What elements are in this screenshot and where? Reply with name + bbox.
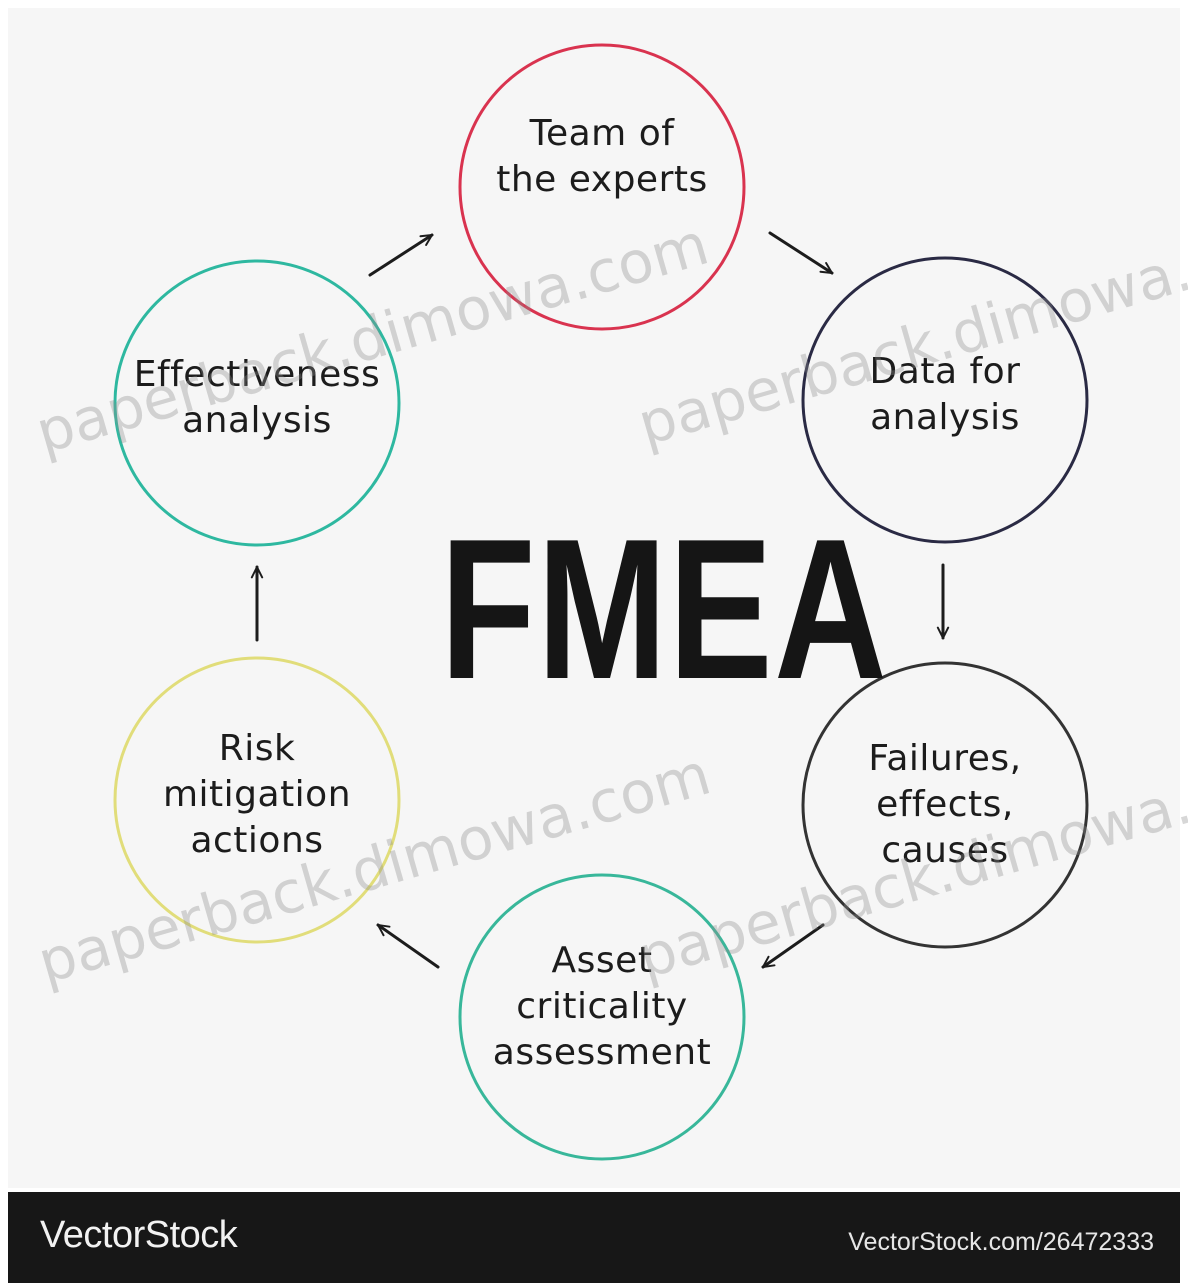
arrow-team-to-data [768, 231, 834, 275]
diagram [113, 43, 1089, 1161]
node-circle-team [458, 43, 746, 331]
arrow-failures-to-asset [761, 923, 825, 969]
node-label-risk: Risk mitigation actions [162, 728, 352, 861]
node-circle-asset [458, 873, 746, 1161]
arrow-effectiveness-to-team [368, 233, 434, 277]
footer-brand-logo[interactable]: VectorStock [40, 1214, 238, 1256]
footer-bar: VectorStock VectorStock.com/26472333 [8, 1192, 1180, 1283]
diagram-title: FMEA [440, 498, 889, 721]
diagram-background [8, 8, 1180, 1188]
node-label-data: Data for analysis [869, 351, 1021, 438]
node-label-asset: Asset criticality assessment [492, 940, 712, 1073]
node-label-failures: Failures, effects, causes [868, 738, 1022, 871]
node-circle-risk [113, 656, 401, 944]
node-label-team: Team of the experts [496, 113, 708, 200]
footer-image-url[interactable]: VectorStock.com/26472333 [848, 1228, 1154, 1256]
node-circle-data [801, 256, 1089, 544]
arrow-asset-to-risk [376, 923, 440, 969]
node-circle-failures [801, 661, 1089, 949]
node-circle-effectiveness [113, 259, 401, 547]
node-label-effectiveness: Effectiveness analysis [133, 354, 381, 441]
